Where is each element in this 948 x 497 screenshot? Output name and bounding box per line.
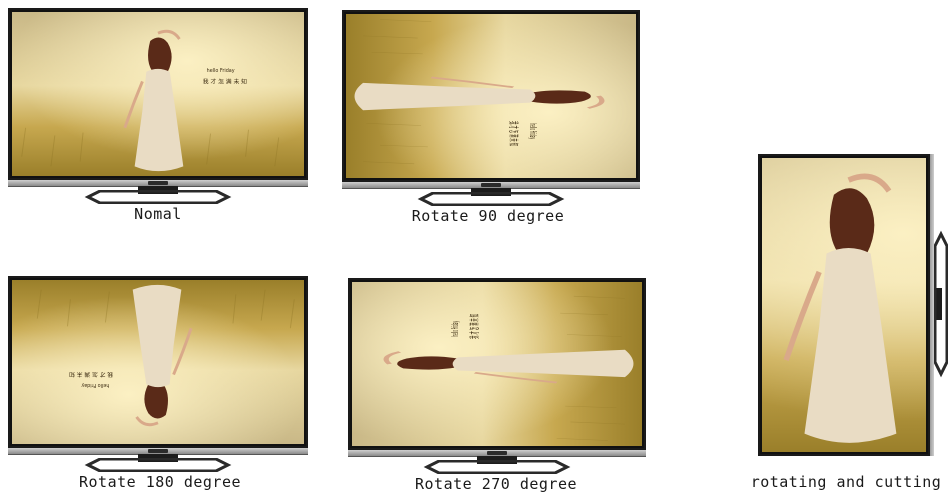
tv-rotate-270-photo (352, 282, 642, 446)
tv-rotate-90-logo (481, 183, 501, 187)
caption-normal: Nomal (128, 205, 188, 223)
tv-rotate-270-logo (487, 451, 507, 455)
caption-rotate-90: Rotate 90 degree (398, 207, 578, 225)
tv-rotate-180 (8, 276, 308, 472)
tv-rotate-90-screen (342, 10, 640, 182)
tv-rotate-90 (342, 10, 640, 206)
caption-rotate-270: Rotate 270 degree (404, 475, 588, 493)
tv-normal-stand (78, 190, 238, 204)
tv-normal (8, 8, 308, 204)
tv-rotate-90-stand (411, 192, 571, 206)
tv-rotate-180-logo (148, 449, 168, 453)
tv-rotate-270-screen (348, 278, 646, 450)
tv-portrait-photo (762, 158, 926, 452)
tv-rotate-90-photo (346, 14, 636, 178)
tv-rotate-180-photo (12, 280, 304, 444)
tv-rotate-180-stand (78, 458, 238, 472)
tv-normal-photo (12, 12, 304, 176)
tv-rotate-270 (348, 278, 646, 474)
caption-rotating-cutting: rotating and cutting (748, 473, 944, 491)
tv-rotate-180-screen (8, 276, 308, 448)
caption-rotate-180: Rotate 180 degree (68, 473, 252, 491)
tv-portrait (758, 154, 948, 458)
tv-normal-screen (8, 8, 308, 180)
tv-portrait-screen (758, 154, 930, 456)
tv-rotate-270-stand (417, 460, 577, 474)
tv-normal-logo (148, 181, 168, 185)
tv-portrait-stand (934, 224, 948, 384)
